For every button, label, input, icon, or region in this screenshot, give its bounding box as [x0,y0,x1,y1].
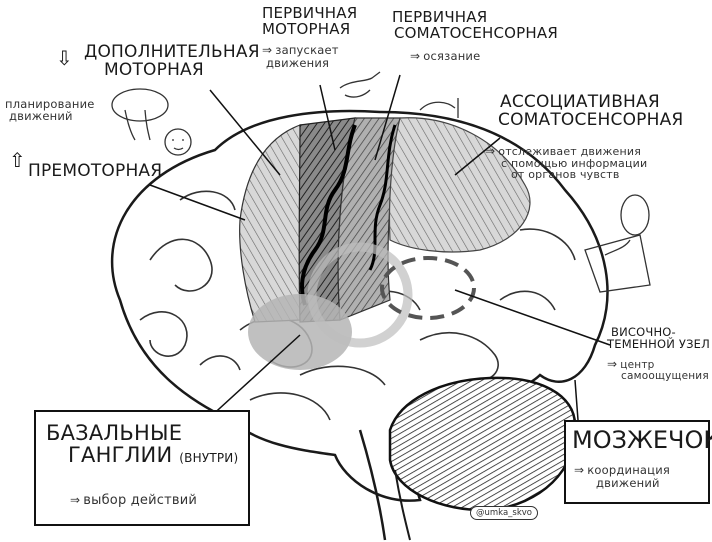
cerebellum-label: МОЗЖЕЧОК [572,426,712,454]
right-arrow-icon: ⇒ [70,493,81,507]
right-arrow-icon: ⇒ [410,49,421,63]
cerebellum-note2: движений [596,475,660,490]
association-somatosensory-line1: АССОЦИАТИВНАЯ [500,92,660,112]
association-somatosensory-note3: от органов чувств [511,168,620,182]
primary-somatosensory-note: ⇒осязание [410,50,480,63]
temporoparietal-note1: центр [620,359,655,371]
cerebellum-shape [388,376,577,512]
up-arrow-icon: ⇧ [9,148,26,172]
association-somatosensory-label: АССОЦИАТИВНАЯ СОМАТОСЕНСОРНАЯ [498,92,684,130]
temporoparietal-note2: самоощущения [621,370,709,383]
basal-ganglia-area [248,294,352,370]
basal-ganglia-box [34,410,250,526]
temporoparietal-junction [380,256,476,320]
basal-ganglia-line1: БАЗАЛЬНЫЕ [46,421,183,445]
supplementary-motor-label: ДОПОЛНИТЕЛЬНАЯ МОТОРНАЯ [84,42,260,80]
down-arrow-icon: ⇩ [56,46,73,70]
basal-ganglia-line2: ГАНГЛИИ [68,443,173,468]
planning-label: планирование движений [5,98,95,122]
primary-somatosensory-line2: СОМАТОСЕНСОРНАЯ [394,23,558,42]
cerebellum-box [564,420,710,504]
temporoparietal-note: ⇒центр самоощущения [607,358,709,382]
basal-ganglia-label: БАЗАЛЬНЫЕ ГАНГЛИИ (ВНУТРИ) [46,422,238,466]
primary-motor-label: ПЕРВИЧНАЯ МОТОРНАЯ [262,4,358,38]
credit-label: @umka_skvo [470,506,538,520]
basal-ganglia-note: ⇒выбор действий [70,494,197,508]
supplementary-motor-line1: ДОПОЛНИТЕЛЬНАЯ [84,42,260,62]
association-somatosensory-line2: СОМАТОСЕНСОРНАЯ [498,109,684,130]
temporoparietal-label: ВИСОЧНО- ТЕМЕННОЙ УЗЕЛ [607,326,710,350]
primary-somatosensory-note-text: осязание [423,49,481,63]
central-sulcus [300,124,357,306]
association-somatosensory-note1: отслеживает движения [498,145,642,158]
cerebellum-note: ⇒координация движений [574,464,670,489]
primary-motor-note2: движения [266,55,330,70]
premotor-label: ПРЕМОТОРНАЯ [28,161,163,181]
right-arrow-icon: ⇒ [262,43,273,57]
brain-stem [358,429,387,541]
primary-motor-note: ⇒запускает движения [262,44,339,69]
right-arrow-icon: ⇒ [485,144,496,158]
inner-ring [307,242,413,348]
basal-ganglia-note-text: выбор действий [83,493,198,508]
primary-somatosensory-label: ПЕРВИЧНАЯ СОМАТОСЕНСОРНАЯ [392,8,558,42]
planning-line2: движений [9,109,73,124]
supplementary-motor-line2: МОТОРНАЯ [104,59,204,80]
cerebellum-note1: координация [587,463,670,477]
association-somatosensory-note: ⇒отслеживает движения с помощью информац… [485,145,647,181]
primary-motor-line2: МОТОРНАЯ [262,19,351,38]
hand-sketch-icon [111,88,192,156]
association-somatosensory-note2: с помощью информации [501,156,648,170]
planning-line1: планирование [5,97,95,111]
right-arrow-icon: ⇒ [574,463,585,477]
touch-hand-icon [419,98,459,118]
primary-motor-note1: запускает [275,43,339,57]
pointing-hand-icon [339,71,381,98]
primary-motor-line1: ПЕРВИЧНАЯ [262,4,358,22]
temporoparietal-line2: ТЕМЕННОЙ УЗЕЛ [607,337,710,352]
writing-person-icon [584,194,651,293]
right-arrow-icon: ⇒ [607,357,618,371]
temporoparietal-line1: ВИСОЧНО- [611,325,676,339]
primary-somatosensory-line1: ПЕРВИЧНАЯ [392,8,488,26]
association-somatosensory-area [388,117,531,253]
basal-ganglia-paren: (ВНУТРИ) [179,451,239,466]
